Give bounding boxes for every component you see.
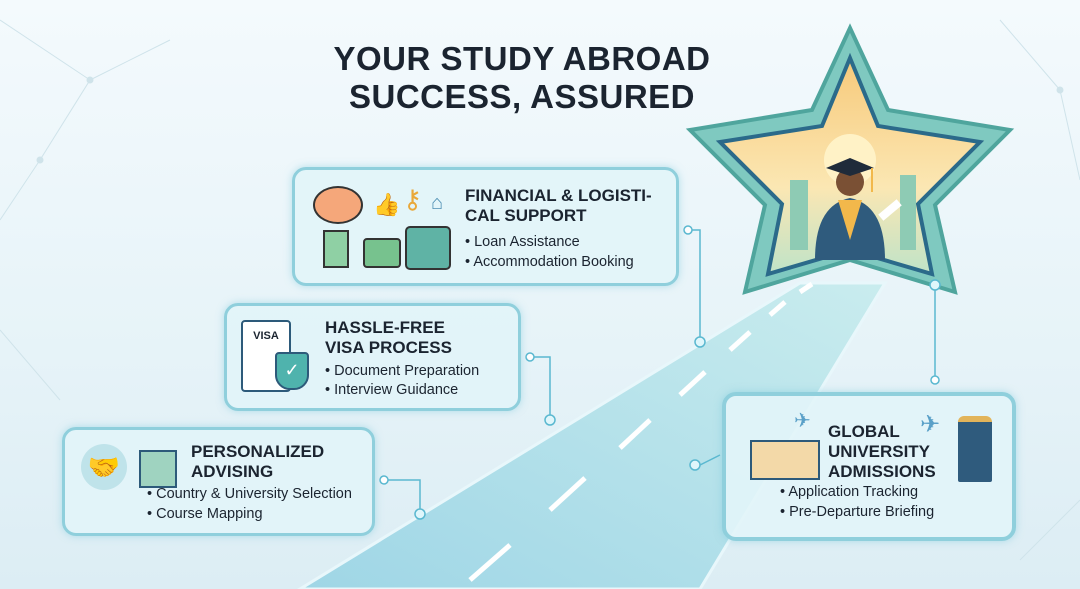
list-item: Accommodation Booking	[465, 252, 652, 272]
house-icon: ⌂	[431, 192, 444, 214]
map-pin-icon	[139, 450, 177, 488]
handshake-icon: 🤝	[81, 444, 127, 490]
shield-check-icon: ✓	[275, 352, 309, 390]
briefcase-icon	[363, 238, 401, 268]
suitcase-icon	[405, 226, 451, 270]
page-title: YOUR STUDY ABROAD SUCCESS, ASSURED	[262, 40, 782, 116]
connector-lines	[379, 225, 941, 520]
card-financial-support: 👍 ⚷ ⌂ FINANCIAL & LOGISTI-CAL SUPPORT Lo…	[292, 167, 679, 286]
road-dashes	[468, 281, 814, 582]
list-item: Interview Guidance	[325, 381, 479, 400]
card-heading: ADVISING	[191, 462, 274, 481]
graduation-star	[685, 23, 1015, 295]
card-heading: PERSONALIZED	[191, 442, 325, 461]
card-heading: VISA PROCESS	[325, 338, 452, 357]
title-line-2: SUCCESS, ASSURED	[348, 78, 695, 115]
graduation-gown-icon	[958, 416, 992, 482]
card-heading: CAL SUPPORT	[465, 206, 587, 225]
list-item: Country & University Selection	[147, 484, 352, 504]
university-building-icon	[750, 440, 820, 480]
list-item: Application Tracking	[780, 482, 934, 502]
visa-label: VISA	[253, 330, 279, 342]
airplane-icon: ✈	[794, 410, 811, 432]
network-lines	[0, 19, 1080, 561]
list-item: Loan Assistance	[465, 232, 652, 252]
thumbs-up-icon: 👍	[373, 192, 401, 217]
list-item: Pre-Departure Briefing	[780, 502, 934, 522]
key-icon: ⚷	[403, 184, 423, 214]
card-heading: HASSLE-FREE	[325, 318, 445, 337]
card-heading: ADMISSIONS	[828, 462, 936, 481]
document-check-icon	[323, 230, 349, 268]
title-line-1: YOUR STUDY ABROAD	[333, 40, 711, 77]
list-item: Document Preparation	[325, 362, 479, 381]
card-heading: UNIVERSITY	[828, 442, 931, 461]
list-item: Course Mapping	[147, 504, 352, 524]
airplane-icon: ✈	[920, 411, 941, 438]
piggy-bank-icon	[313, 186, 363, 224]
card-heading: GLOBAL	[828, 422, 900, 441]
card-heading: FINANCIAL & LOGISTI-	[465, 186, 652, 205]
